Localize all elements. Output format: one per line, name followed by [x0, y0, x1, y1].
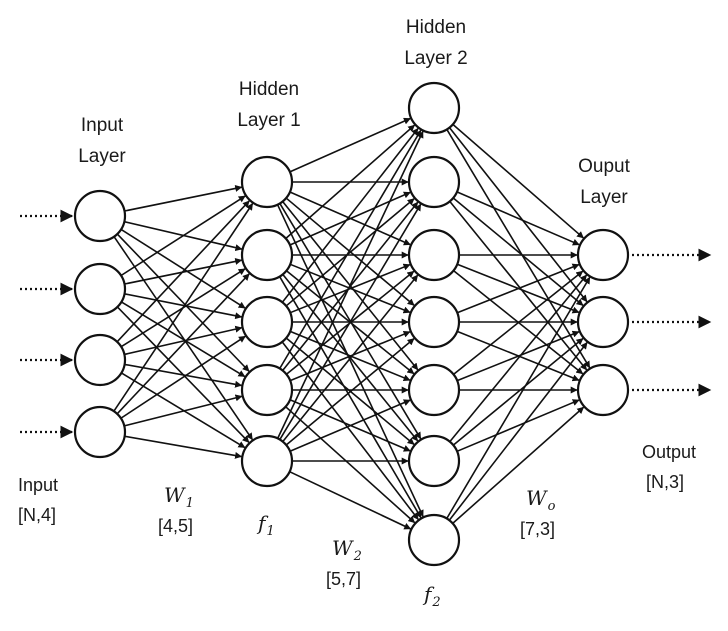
output-layer-title-line2: Layer — [580, 187, 628, 208]
input-shape: [N,4] — [18, 505, 56, 525]
hidden2-node-4 — [407, 295, 461, 349]
edge-hidden1-1-to-hidden2-1 — [289, 117, 411, 173]
network-nodes — [73, 81, 630, 567]
f2-label: f2 — [422, 582, 441, 610]
input-node-4 — [73, 405, 127, 459]
input-node-2 — [73, 262, 127, 316]
edge-input-3-to-hidden1-3 — [124, 325, 243, 356]
edge-hidden2-1-to-output-1 — [452, 123, 584, 239]
edge-hidden2-4-to-output-1 — [456, 263, 580, 314]
hidden2-node-6 — [407, 434, 461, 488]
output-node-3 — [576, 363, 630, 417]
input-layer-title-line1: Input — [81, 115, 124, 136]
edge-hidden2-6-to-output-1 — [449, 274, 588, 443]
edge-input-4-to-hidden1-2 — [116, 273, 250, 415]
w2-label: W2 — [332, 536, 362, 564]
edge-input-2-to-hidden1-4 — [120, 301, 246, 378]
hidden1-node-2 — [240, 228, 294, 282]
edge-hidden2-5-to-output-2 — [456, 330, 580, 382]
output-node-1 — [576, 228, 630, 282]
edge-hidden2-7-to-output-1 — [446, 276, 591, 519]
edge-hidden1-4-to-hidden2-1 — [279, 129, 422, 369]
input-label: Input — [18, 475, 58, 495]
input-layer-title-line2: Layer — [78, 146, 126, 167]
edge-hidden1-5-to-hidden2-1 — [276, 130, 424, 439]
connection-edges — [113, 117, 591, 530]
hidden1-node-1 — [240, 155, 294, 209]
edge-hidden1-3-to-hidden2-3 — [289, 263, 411, 314]
edge-input-3-to-hidden1-4 — [124, 363, 243, 388]
hidden-layer-2-title-line2: Layer 2 — [404, 48, 467, 69]
wo-label: Wo — [526, 486, 556, 514]
hidden-layer-2-title-line1: Hidden — [406, 17, 466, 38]
edge-hidden1-1-to-hidden2-7 — [276, 204, 424, 518]
input-node-1 — [73, 189, 127, 243]
edge-hidden2-5-to-output-1 — [453, 270, 584, 376]
f1-label: f1 — [256, 511, 275, 539]
edge-hidden2-1-to-output-2 — [448, 127, 588, 303]
edge-hidden1-5-to-hidden2-7 — [289, 470, 412, 530]
output-layer-title-line1: Ouput — [578, 156, 630, 177]
edge-input-1-to-hidden1-5 — [113, 236, 254, 441]
edge-hidden1-5-to-hidden2-2 — [279, 203, 422, 440]
edge-input-4-to-hidden1-1 — [113, 203, 254, 412]
hidden2-node-7 — [407, 513, 461, 567]
edge-hidden1-4-to-hidden2-7 — [285, 406, 416, 524]
hidden2-node-2 — [407, 155, 461, 209]
edge-input-4-to-hidden1-5 — [124, 435, 243, 459]
hidden-layer-1-title-line1: Hidden — [239, 79, 299, 100]
output-shape: [N,3] — [646, 472, 684, 492]
hidden-layer-1-title-line2: Layer 1 — [237, 110, 300, 131]
edge-hidden2-2-to-output-3 — [449, 200, 588, 371]
edge-input-2-to-hidden1-1 — [120, 195, 246, 277]
edge-hidden2-1-to-output-3 — [446, 129, 591, 369]
edge-input-1-to-hidden1-1 — [124, 185, 243, 212]
edge-hidden2-7-to-output-2 — [448, 341, 588, 521]
edge-input-4-to-hidden1-4 — [124, 394, 243, 427]
hidden1-node-3 — [240, 295, 294, 349]
output-label: Output — [642, 442, 696, 462]
edge-hidden2-6-to-output-3 — [456, 399, 580, 453]
edge-hidden2-2-to-output-1 — [456, 191, 580, 246]
wo-shape: [7,3] — [520, 519, 555, 539]
w1-shape: [4,5] — [158, 516, 193, 536]
edge-hidden1-3-to-hidden2-7 — [281, 341, 419, 520]
output-node-2 — [576, 295, 630, 349]
edge-hidden1-4-to-hidden2-4 — [289, 330, 411, 382]
edge-hidden1-2-to-hidden2-7 — [278, 276, 422, 519]
io-arrows — [20, 209, 712, 439]
edge-input-4-to-hidden1-3 — [120, 335, 246, 419]
edge-hidden1-5-to-hidden2-5 — [289, 399, 411, 452]
edge-hidden1-5-to-hidden2-4 — [285, 338, 415, 446]
w1-label: W1 — [164, 483, 194, 511]
hidden1-node-5 — [240, 434, 294, 488]
edge-input-2-to-hidden1-3 — [124, 293, 243, 320]
hidden2-node-5 — [407, 363, 461, 417]
edge-hidden1-3-to-hidden2-1 — [281, 127, 419, 303]
input-node-3 — [73, 333, 127, 387]
edge-input-1-to-hidden1-3 — [120, 228, 246, 309]
edge-hidden1-5-to-hidden2-3 — [282, 274, 419, 443]
edge-input-3-to-hidden1-1 — [116, 200, 250, 343]
edge-hidden1-3-to-hidden2-2 — [285, 198, 415, 307]
edge-hidden1-2-to-hidden2-1 — [285, 124, 416, 240]
edge-input-1-to-hidden1-4 — [116, 233, 250, 372]
w2-shape: [5,7] — [326, 569, 361, 589]
edge-hidden2-7-to-output-3 — [452, 406, 585, 525]
hidden2-node-1 — [407, 81, 461, 135]
hidden2-node-3 — [407, 228, 461, 282]
hidden1-node-4 — [240, 363, 294, 417]
edge-input-3-to-hidden1-5 — [120, 372, 246, 449]
edge-hidden2-6-to-output-2 — [452, 337, 584, 446]
